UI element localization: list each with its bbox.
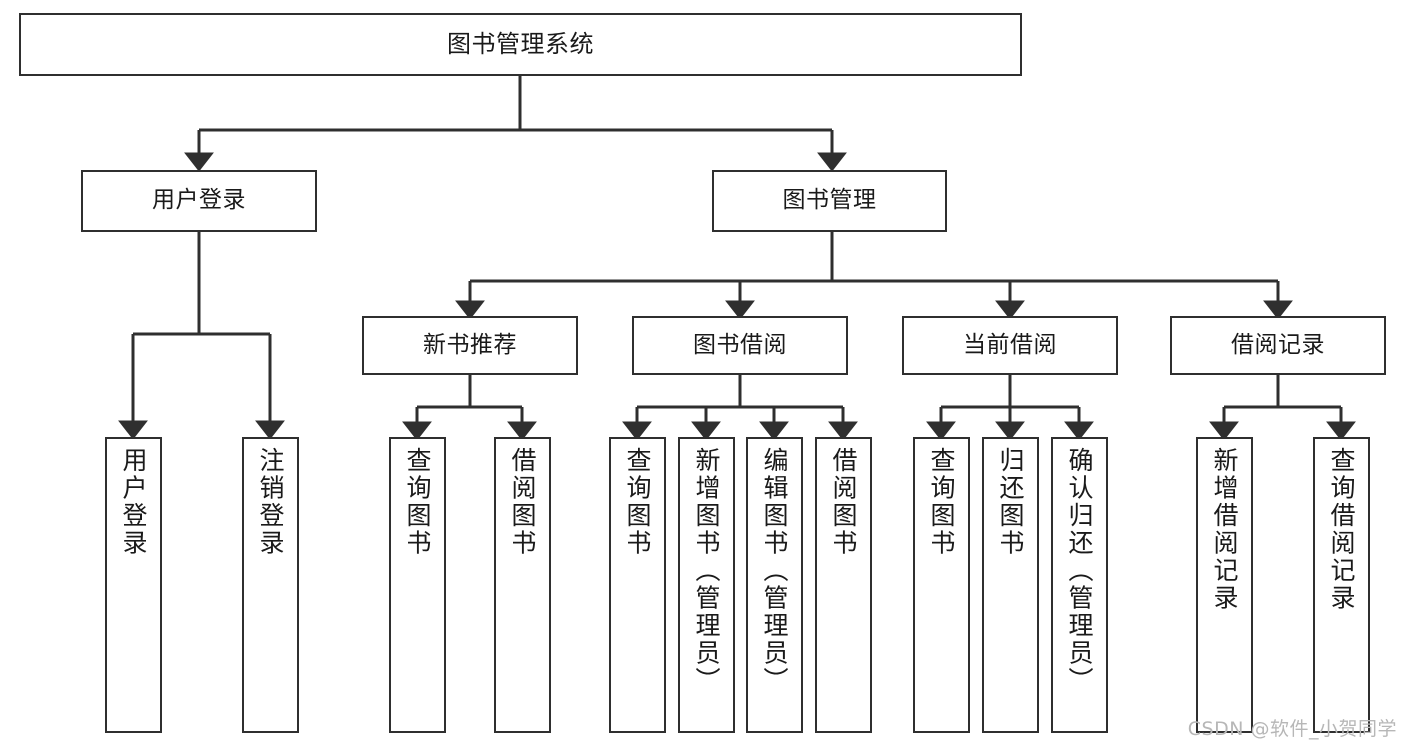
node-label: 查询借阅记录 <box>1327 447 1356 612</box>
node-current-borrow[interactable]: 当前借阅 <box>902 316 1118 375</box>
leaf-borrow-record-add[interactable]: 新增借阅记录 <box>1196 437 1253 733</box>
node-user-login[interactable]: 用户登录 <box>81 170 317 232</box>
node-label: 查询图书 <box>623 447 652 557</box>
leaf-book-borrow-lend[interactable]: 借阅图书 <box>815 437 872 733</box>
node-label: 借阅图书 <box>829 447 858 557</box>
leaf-user-login-signout[interactable]: 注销登录 <box>242 437 299 733</box>
node-label: 归还图书 <box>996 447 1025 557</box>
leaf-borrow-record-query[interactable]: 查询借阅记录 <box>1313 437 1370 733</box>
node-label: 图书管理 <box>782 187 877 214</box>
leaf-current-borrow-return[interactable]: 归还图书 <box>982 437 1039 733</box>
node-label: 借阅图书 <box>508 447 537 557</box>
leaf-book-borrow-edit[interactable]: 编辑图书（管理员） <box>746 437 803 733</box>
leaf-current-borrow-confirm[interactable]: 确认归还（管理员） <box>1051 437 1108 733</box>
node-label: 借阅记录 <box>1231 331 1325 358</box>
node-label: 编辑图书（管理员） <box>760 447 789 695</box>
csdn-watermark: CSDN @软件_小贺同学 <box>1187 718 1397 740</box>
leaf-current-borrow-query[interactable]: 查询图书 <box>913 437 970 733</box>
node-borrow-record[interactable]: 借阅记录 <box>1170 316 1386 375</box>
leaf-user-login-signin[interactable]: 用户登录 <box>105 437 162 733</box>
node-label: 当前借阅 <box>963 331 1057 358</box>
node-label: 用户登录 <box>152 187 246 214</box>
node-new-book-recommend[interactable]: 新书推荐 <box>362 316 578 375</box>
node-root-system[interactable]: 图书管理系统 <box>19 13 1022 76</box>
node-label: 用户登录 <box>119 447 148 557</box>
node-book-management[interactable]: 图书管理 <box>712 170 947 232</box>
leaf-book-borrow-add[interactable]: 新增图书（管理员） <box>678 437 735 733</box>
node-label: 新增借阅记录 <box>1210 447 1239 612</box>
node-label: 图书借阅 <box>693 331 787 358</box>
node-book-borrow[interactable]: 图书借阅 <box>632 316 848 375</box>
leaf-new-book-query[interactable]: 查询图书 <box>389 437 446 733</box>
node-label: 注销登录 <box>256 447 285 557</box>
node-label: 查询图书 <box>927 447 956 557</box>
node-label: 图书管理系统 <box>447 30 594 59</box>
leaf-new-book-borrow[interactable]: 借阅图书 <box>494 437 551 733</box>
leaf-book-borrow-query[interactable]: 查询图书 <box>609 437 666 733</box>
node-label: 新增图书（管理员） <box>692 447 721 695</box>
node-label: 查询图书 <box>403 447 432 557</box>
node-label: 确认归还（管理员） <box>1065 447 1094 695</box>
node-label: 新书推荐 <box>423 331 517 358</box>
